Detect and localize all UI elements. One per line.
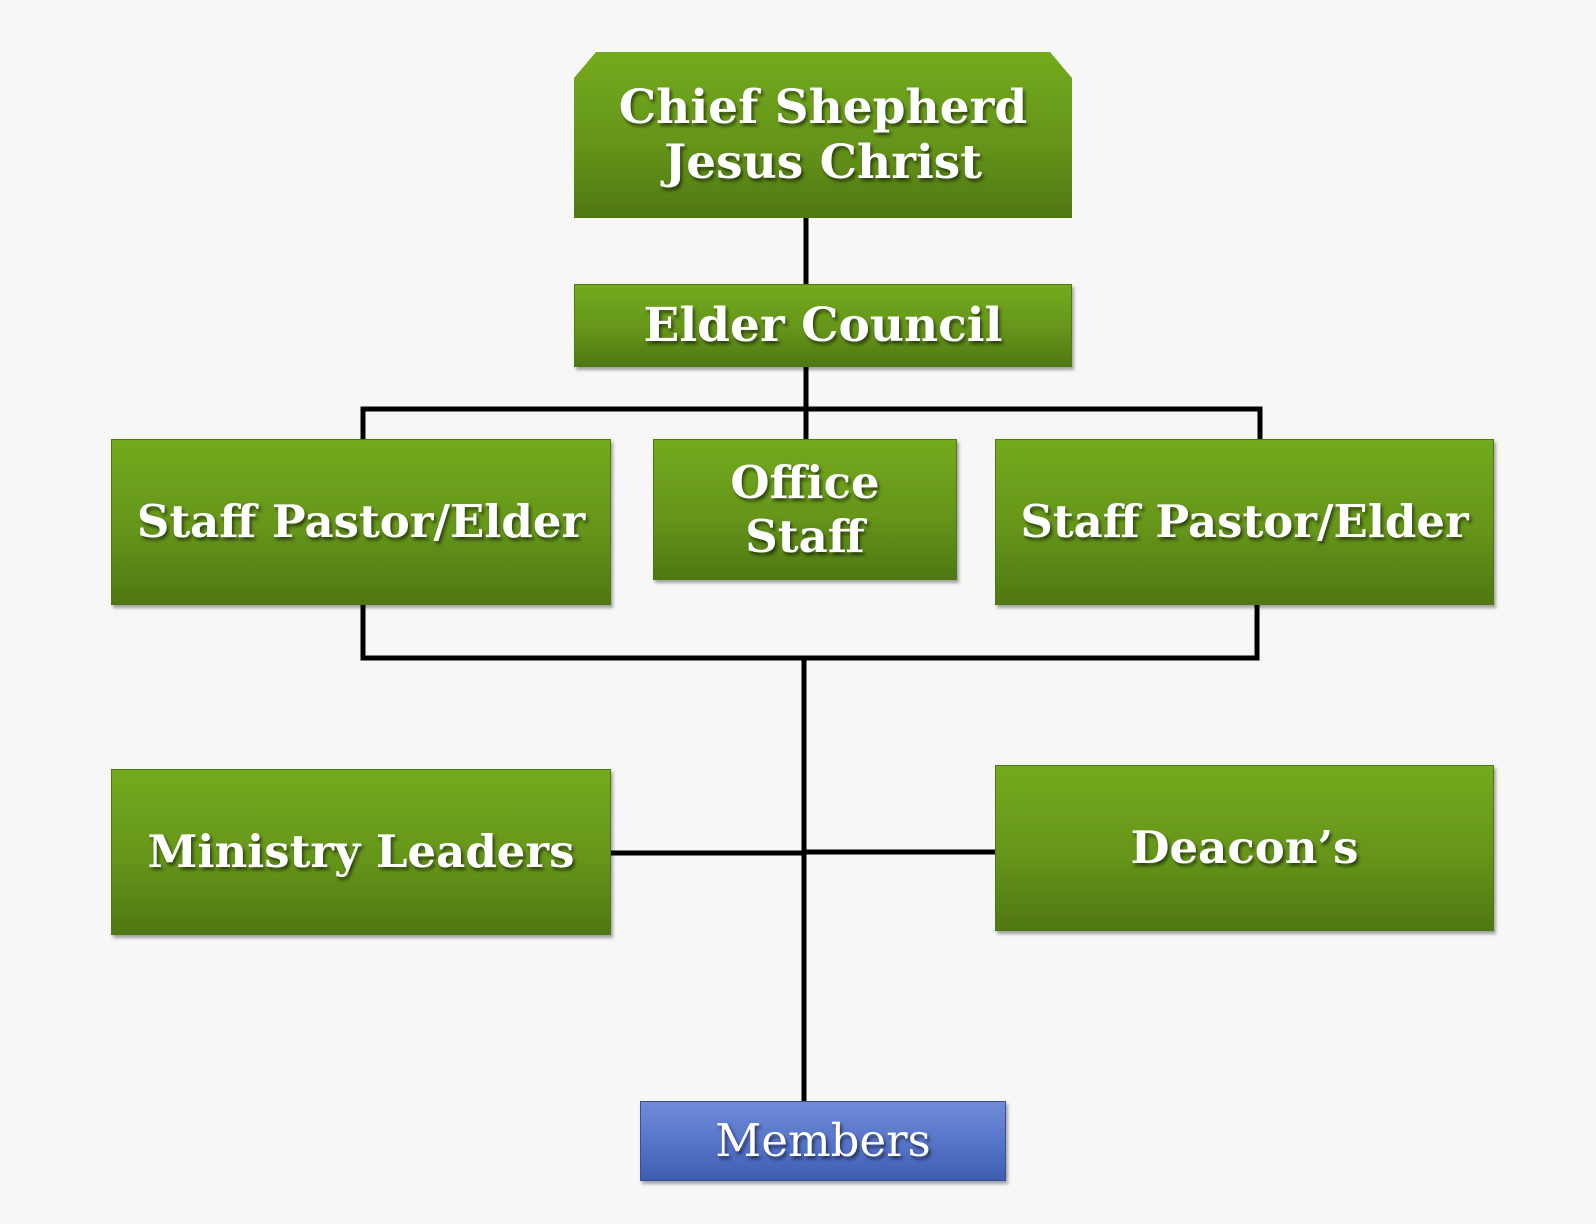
connector-top-bracket	[360, 406, 1263, 442]
node-office-staff: Office Staff	[653, 439, 957, 580]
node-staff-pastor-left: Staff Pastor/Elder	[111, 439, 611, 605]
node-staff-pastor-right: Staff Pastor/Elder	[995, 439, 1494, 605]
node-deacons-label: Deacon’s	[1130, 821, 1359, 875]
node-staff-right-label: Staff Pastor/Elder	[1020, 495, 1469, 549]
connector-bottom-bracket	[360, 602, 1260, 661]
node-members-label: Members	[715, 1114, 931, 1168]
node-office-line2: Staff	[745, 509, 865, 563]
node-members: Members	[640, 1101, 1006, 1181]
node-staff-left-label: Staff Pastor/Elder	[136, 495, 586, 549]
node-ministry-leaders: Ministry Leaders	[111, 769, 611, 935]
node-ministry-label: Ministry Leaders	[147, 825, 575, 879]
node-elder-council: Elder Council	[574, 284, 1072, 367]
node-chief-line1: Chief Shepherd	[618, 79, 1028, 135]
node-office-line1: Office	[730, 456, 880, 510]
node-chief-shepherd: Chief Shepherd Jesus Christ	[574, 52, 1072, 218]
node-deacons: Deacon’s	[995, 765, 1494, 931]
node-chief-line2: Jesus Christ	[664, 135, 982, 190]
node-elder-label: Elder Council	[643, 297, 1003, 353]
